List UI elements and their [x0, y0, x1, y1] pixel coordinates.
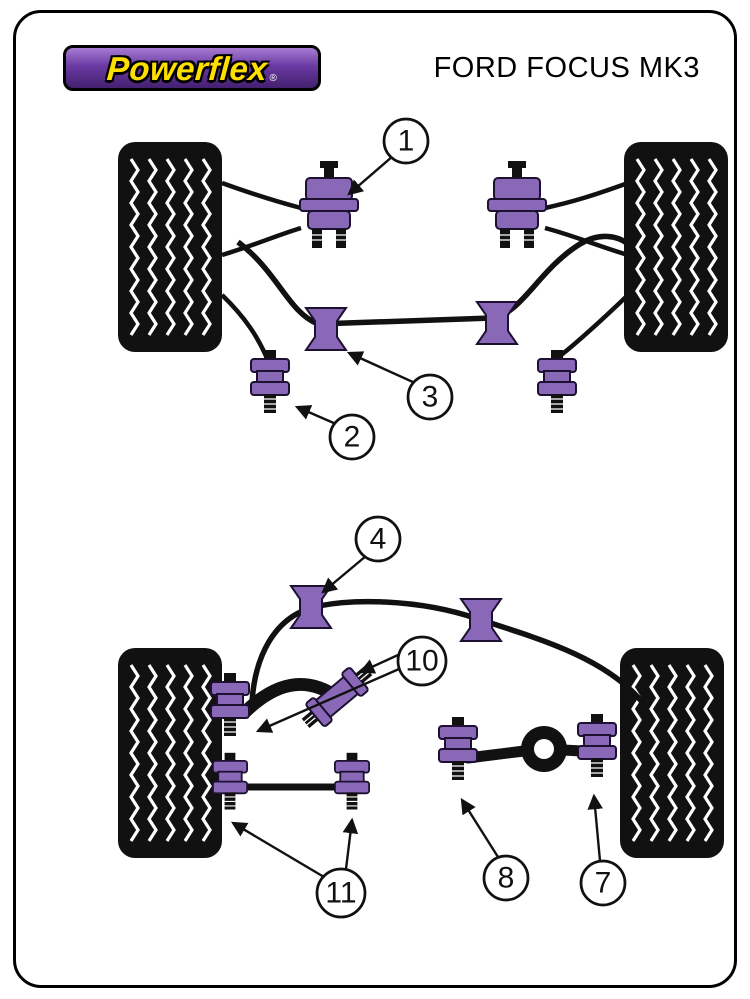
callout-3: 3	[346, 351, 454, 421]
rear-left-tire	[118, 648, 222, 858]
callout-4-badge	[354, 515, 402, 563]
rear-arb-dbush-right	[460, 598, 502, 642]
callout-7-badge	[579, 859, 627, 907]
callout-7: 7	[579, 793, 627, 907]
front-right-tire	[624, 142, 728, 352]
callout-8-badge	[482, 854, 530, 902]
page-title: FORD FOCUS MK3	[433, 52, 700, 84]
callout-10-arrow-a	[358, 653, 399, 674]
callout-7-number: 7	[595, 867, 612, 900]
callout-11-badge	[315, 867, 367, 919]
front-suspension-diagram: 1 3 2	[118, 117, 728, 461]
top-mount-bushing-right	[487, 160, 547, 249]
rear-lower-arm-assembly	[211, 751, 371, 811]
page-header: Powerflex ® FORD FOCUS MK3	[0, 0, 750, 110]
callout-8-arrow	[460, 798, 500, 858]
callout-1-badge	[382, 117, 430, 165]
rear-toe-link-assembly	[438, 713, 617, 781]
rear-right-tire	[620, 648, 724, 858]
callout-3-number: 3	[422, 381, 439, 414]
front-left-tire	[118, 142, 222, 352]
rear-lower-arm-bushing-outer	[333, 751, 371, 811]
callout-10: 10	[255, 635, 448, 733]
callout-4-arrow	[321, 555, 367, 594]
callout-2-badge	[328, 413, 376, 461]
callout-2-number: 2	[344, 421, 361, 454]
registered-trademark-icon: ®	[269, 73, 277, 84]
rear-anti-roll-bar	[249, 598, 646, 705]
callout-8: 8	[460, 798, 530, 902]
front-arb-dbush-right	[476, 301, 518, 345]
callout-3-badge	[406, 373, 454, 421]
rear-suspension-diagram: 4 10 11 8 7	[118, 515, 724, 919]
front-lower-arm-bushing-left	[250, 349, 290, 414]
callout-1: 1	[347, 117, 430, 196]
callout-1-arrow	[347, 155, 394, 196]
callout-2-arrow	[294, 405, 337, 426]
powerflex-logo: Powerflex ®	[63, 45, 321, 91]
callout-8-number: 8	[498, 862, 515, 895]
toe-link-ring-hole	[534, 739, 554, 759]
callout-11: 11	[230, 817, 367, 919]
callout-11-arrow-a	[230, 821, 325, 879]
top-mount-bushing-left	[299, 160, 359, 249]
front-subframe-lines	[220, 180, 630, 358]
front-arb-dbush-left	[305, 307, 347, 351]
front-lower-arm-bushing-right	[537, 349, 577, 414]
callout-1-number: 1	[398, 125, 415, 158]
toe-link-bushing-outer	[577, 713, 617, 778]
callout-4-number: 4	[370, 523, 387, 556]
callout-2: 2	[294, 405, 376, 461]
callout-4: 4	[321, 515, 402, 594]
callout-7-arrow	[587, 793, 603, 862]
callout-10-number: 10	[405, 645, 438, 678]
callout-11-arrow-b	[342, 817, 359, 870]
toe-link-bushing-inner	[438, 716, 478, 781]
callout-3-arrow	[346, 351, 416, 385]
callout-10-badge	[396, 635, 448, 687]
callout-10-arrow-b	[255, 667, 400, 733]
front-anti-roll-bar	[236, 233, 630, 327]
callout-11-number: 11	[325, 877, 356, 910]
